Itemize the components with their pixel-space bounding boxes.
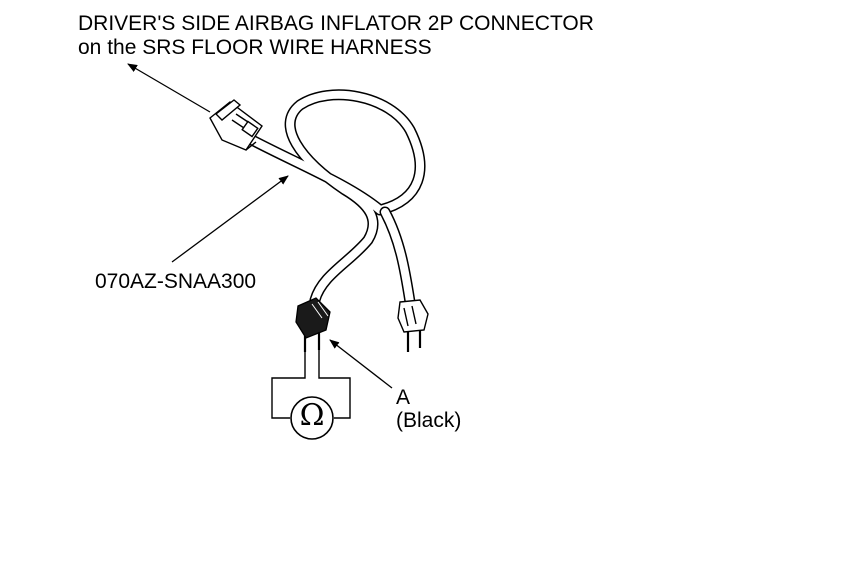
- right-branch-connector: [397, 299, 429, 352]
- ohm-symbol: Ω: [299, 398, 325, 433]
- part-number-label: 070AZ-SNAA300: [95, 270, 257, 293]
- part-leader-arrow: [171, 175, 289, 263]
- connector-a-label: A: [396, 386, 411, 409]
- harness-cable: [246, 89, 426, 308]
- ohmmeter-leads: [271, 350, 351, 419]
- connector-a-leader-arrow: [329, 339, 393, 389]
- connector-a-color-label: (Black): [396, 409, 462, 432]
- ohmmeter-icon: [290, 396, 334, 440]
- connector-title-line1: DRIVER'S SIDE AIRBAG INFLATOR 2P CONNECT…: [78, 12, 594, 35]
- inflator-2p-connector: [209, 99, 263, 151]
- connector-a-black: [295, 297, 331, 352]
- connector-title-line2: on the SRS FLOOR WIRE HARNESS: [78, 36, 432, 59]
- title-leader-arrow: [127, 63, 211, 113]
